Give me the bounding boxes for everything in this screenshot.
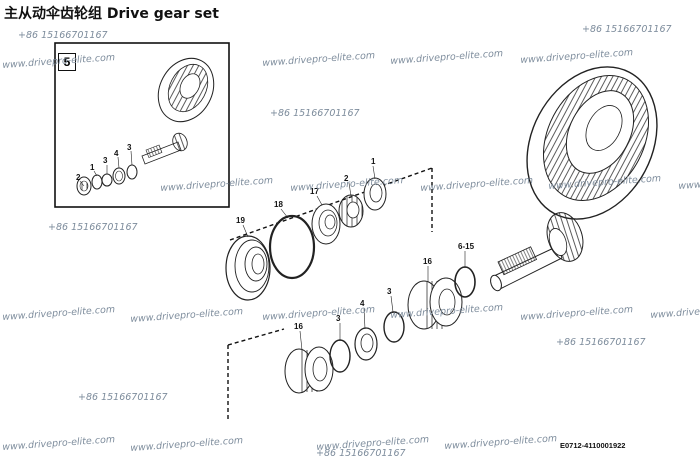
watermark-phone: +86 15166701167 [270,108,360,119]
callout-2: 2 [344,174,349,183]
part-3-ring-mid [383,311,405,343]
inset-callout-3a: 3 [103,156,108,165]
inset-crown-gear [157,57,215,123]
watermark-phone: +86 15166701167 [78,392,168,403]
inset-leader-lines [79,150,133,187]
part-19-bearing [225,235,271,301]
inset-callout-3b: 3 [127,143,132,152]
watermark-phone: +86 15166701167 [316,448,406,459]
callout-3-mid: 3 [387,287,392,296]
watermark-phone: +86 15166701167 [48,222,138,233]
part-16-bearing-left [284,346,334,394]
part-6-15-shim [454,266,476,298]
leader-lines [242,165,466,351]
callout-6-15: 6-15 [458,242,475,251]
diagram-code: E0712-4110001922 [560,441,626,450]
page-title: 主从动伞齿轮组 Drive gear set [4,6,219,22]
callout-16-right: 16 [423,257,432,266]
callout-3-low: 3 [336,314,341,323]
pinion-shaft [490,212,584,292]
callout-labels: 1 2 17 18 19 16 6-15 3 4 16 3 [236,157,475,331]
callout-4-mid: 4 [360,299,365,308]
assembly-dashed-lines [227,167,433,422]
watermark-phone: +86 15166701167 [18,30,108,41]
crown-gear [526,66,658,220]
callout-18: 18 [274,200,283,209]
callout-19: 19 [236,216,245,225]
watermark-phone: +86 15166701167 [582,24,672,35]
part-17-bearing [311,203,341,245]
part-4-ring [354,327,378,361]
part-16-bearing-right [407,277,463,330]
callout-16-left: 16 [294,322,303,331]
inset-callout-1: 1 [90,163,95,172]
inset-callout-2: 2 [76,173,81,182]
inset-number-badge: 5 [58,53,76,71]
inset-callout-4: 4 [114,149,119,158]
part-18-o-ring [268,214,316,280]
part-1-ring [363,177,387,211]
inset-callout-labels: 2 1 3 4 3 [76,143,132,182]
callout-17: 17 [310,187,319,196]
part-3-ring-low [329,339,351,373]
inset-pinion-shaft [141,132,188,165]
callout-1: 1 [371,157,376,166]
watermark-phone: +86 15166701167 [556,337,646,348]
part-2-sleeve [338,194,364,228]
inset-frame [54,42,230,208]
